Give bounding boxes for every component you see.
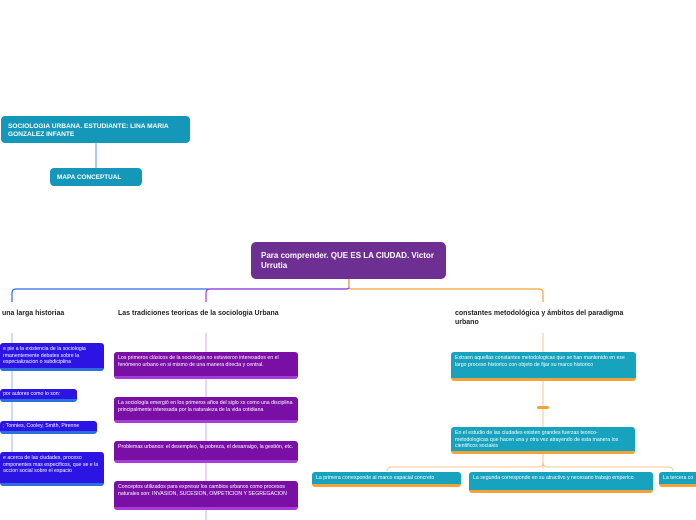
left-node-3-text: ; Tonnies, Cooley, Smith, Pirenne [3, 423, 80, 429]
left-branch-heading: una larga historiaa [2, 310, 65, 317]
concept-map-label: MAPA CONCEPTUAL [57, 174, 122, 181]
middle-node-1[interactable]: Los primeros clásicos de la sociologia n… [114, 352, 298, 379]
left-node-2[interactable]: por autores como lo son: [0, 389, 77, 402]
right-node-2[interactable]: En el estudio de las ciudades existen gr… [451, 427, 635, 454]
middle-node-4-text: Conceptos utilizados para expresar los c… [118, 484, 287, 497]
right-sub-node-2-text: La segunda corresponde en su atractivo y… [473, 475, 634, 481]
middle-branch-heading: Las tradiciones teoricas de la sociologi… [118, 310, 279, 317]
right-sub-node-3[interactable]: La tercera co [659, 472, 696, 487]
left-node-2-text: por autores como lo son: [3, 391, 61, 397]
left-node-1[interactable]: e pie a la existencia de la sociologia r… [0, 343, 104, 371]
middle-node-3[interactable]: Problemas urbanos: el desempleo, la pobr… [114, 441, 298, 463]
left-node-4[interactable]: e acerca de las ciudades, proceso ompone… [0, 452, 104, 486]
right-sub-node-1[interactable]: La primera corresponde al marco espacial… [312, 472, 461, 487]
concept-map-node[interactable]: MAPA CONCEPTUAL [50, 168, 142, 186]
right-node-1-text: Extraen aquellas constantes metodologica… [455, 355, 625, 368]
right-sub-node-1-text: La primera corresponde al marco espacial… [316, 475, 435, 481]
middle-node-4[interactable]: Conceptos utilizados para expresar los c… [114, 481, 298, 510]
right-branch-heading: constantes metodológica y ámbitos del pa… [455, 310, 624, 327]
right-node-2-text: En el estudio de las ciudades existen gr… [455, 430, 619, 449]
right-sub-node-3-text: La tercera co [663, 475, 694, 481]
left-node-1-text: e pie a la existencia de la sociologia r… [3, 346, 86, 365]
central-topic-label: Para comprender. QUE ES LA CIUDAD. Victo… [261, 251, 434, 270]
middle-node-1-text: Los primeros clásicos de la sociologia n… [118, 355, 279, 368]
middle-node-2-text: La sociología emergió en los primeros añ… [118, 400, 293, 413]
right-node-1[interactable]: Extraen aquellas constantes metodologica… [451, 352, 636, 381]
middle-node-3-text: Problemas urbanos: el desempleo, la pobr… [118, 444, 294, 450]
middle-node-2[interactable]: La sociología emergió en los primeros añ… [114, 397, 298, 423]
left-node-4-text: e acerca de las ciudades, proceso ompone… [3, 455, 99, 474]
left-node-3[interactable]: ; Tonnies, Cooley, Smith, Pirenne [0, 421, 97, 434]
central-topic-node[interactable]: Para comprender. QUE ES LA CIUDAD. Victo… [251, 242, 446, 279]
right-sub-node-2[interactable]: La segunda corresponde en su atractivo y… [469, 472, 653, 493]
student-label: SOCIOLOGIA URBANA. ESTUDIANTE: LINA MARI… [8, 123, 169, 139]
student-node[interactable]: SOCIOLOGIA URBANA. ESTUDIANTE: LINA MARI… [1, 116, 190, 143]
